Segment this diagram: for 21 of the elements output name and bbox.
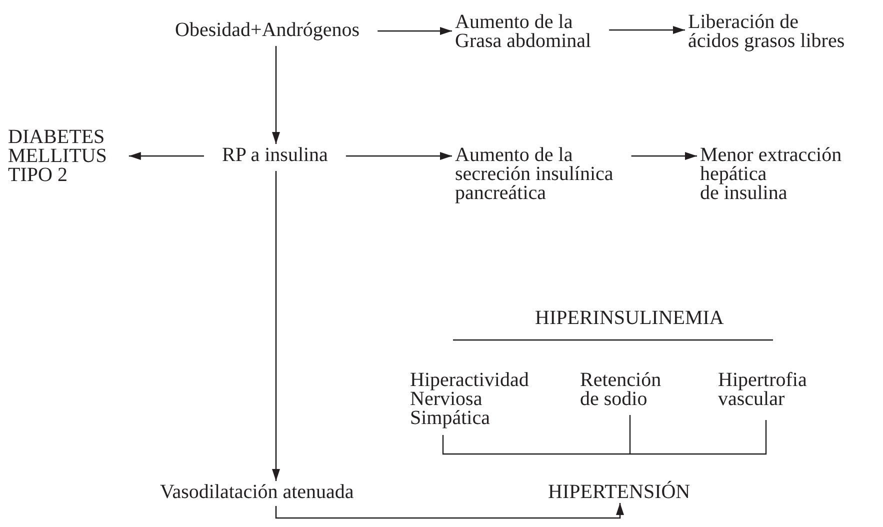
arrow — [128, 152, 204, 160]
concept-text: DIABETES MELLITUS TIPO 2 — [8, 128, 107, 185]
factor-text: Hipertrofia vascular — [718, 371, 807, 409]
arrow — [378, 27, 452, 35]
arrow — [275, 503, 624, 519]
arrow — [609, 26, 685, 34]
arrow — [631, 152, 697, 160]
concept-text: Obesidad+Andrógenos — [175, 21, 360, 40]
concept-text: Aumento de la Grasa abdominal — [455, 13, 592, 51]
concept-text: Aumento de la secreción insulínica pancreática — [455, 146, 614, 203]
concept-text: Vasodilatación atenuada — [160, 483, 354, 502]
concept-text: Menor extracción hepática de insulina — [700, 146, 842, 203]
concept-text: Liberación de ácidos grasos libres — [688, 13, 845, 51]
arrow — [272, 46, 280, 144]
heading-text: HIPERINSULINEMIA — [535, 309, 724, 328]
arrow — [346, 152, 452, 160]
factor-text: Hiperactividad Nerviosa Simpática — [410, 371, 529, 428]
concept-text: HIPERTENSIÓN — [548, 483, 690, 502]
factor-text: Retención de sodio — [580, 371, 662, 409]
concept-text: RP a insulina — [222, 146, 328, 165]
arrow — [272, 171, 280, 481]
